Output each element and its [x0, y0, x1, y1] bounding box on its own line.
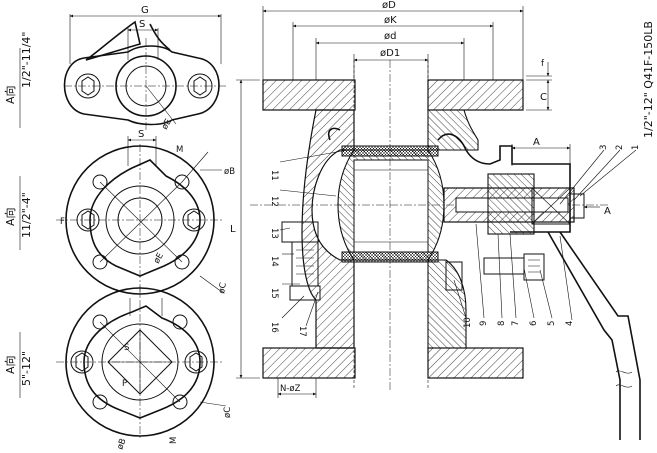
- dim-c: C: [540, 92, 547, 103]
- dim-nz: N-øZ: [280, 384, 301, 394]
- callout-15: 15: [269, 288, 279, 299]
- callout-14: 14: [269, 256, 279, 267]
- callout-6: 6: [529, 321, 539, 326]
- dim-s: S: [139, 19, 145, 30]
- view-label-mid: A向: [3, 207, 17, 226]
- dim-ok: øK: [384, 15, 397, 26]
- dim-m-bot: M: [169, 437, 179, 444]
- flange-view-bottom: S P M øB øC 5"-12" A向: [3, 286, 233, 451]
- view-label-bot: A向: [3, 355, 17, 374]
- callout-7: 7: [511, 321, 521, 326]
- dim-s-bot: S: [124, 343, 129, 353]
- dim-f: f: [541, 59, 545, 69]
- dim-c-bot: øC: [223, 407, 233, 418]
- flange-view-middle: S M øB øE øC F 11/2"-4" A向: [3, 129, 235, 296]
- callout-12: 12: [269, 196, 279, 207]
- dim-e-mid: øE: [152, 251, 166, 265]
- callout-4: 4: [565, 321, 575, 326]
- dim-a: A: [533, 137, 540, 148]
- callout-2: 2: [615, 145, 625, 150]
- range-mid: 11/2"-4": [20, 192, 33, 238]
- dim-b-bot: øB: [115, 437, 128, 451]
- dim-p-bot: P: [122, 379, 127, 389]
- arrow-a: A: [604, 206, 611, 217]
- range-bot: 5"-12": [20, 351, 33, 386]
- dim-e-top: øE: [160, 117, 174, 131]
- dim-l: L: [230, 224, 236, 235]
- flange-view-top: G S øE 1/2"-11/4" A向: [3, 5, 226, 132]
- dim-od: øD: [382, 0, 396, 11]
- callout-5: 5: [547, 321, 557, 326]
- callout-8: 8: [497, 321, 507, 326]
- dim-od1: øD1: [380, 48, 400, 59]
- dim-s-mid: S: [138, 129, 144, 140]
- callout-11: 11: [269, 170, 279, 181]
- view-label-top: A向: [3, 85, 17, 104]
- callout-17: 17: [297, 326, 307, 337]
- model-title: 1/2"-12" Q41F-150LB: [642, 21, 655, 138]
- dim-oid: ød: [384, 31, 396, 42]
- callout-9: 9: [479, 321, 489, 326]
- callout-10: 10: [463, 317, 473, 328]
- callout-16: 16: [269, 322, 279, 333]
- dim-f-mid: F: [60, 217, 65, 227]
- callout-3: 3: [599, 145, 609, 150]
- dim-g: G: [141, 5, 149, 16]
- callout-leaders: [279, 149, 637, 327]
- dim-c-mid: øC: [217, 282, 229, 295]
- callout-13: 13: [269, 228, 279, 239]
- range-top: 1/2"-11/4": [20, 32, 33, 89]
- dim-b-mid: øB: [224, 167, 235, 177]
- section-view: øD øK ød øD1 f C L: [230, 0, 641, 440]
- callout-1: 1: [631, 145, 641, 150]
- dim-m-mid: M: [176, 145, 183, 155]
